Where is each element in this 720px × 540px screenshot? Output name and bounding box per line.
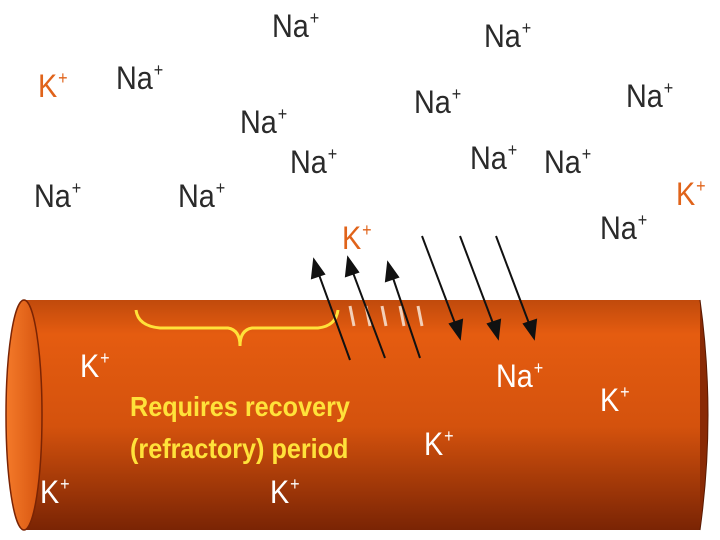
axon-left-cap [5, 299, 43, 531]
na-ion-label: Na+ [272, 7, 320, 44]
k-ion-label: K+ [342, 219, 372, 256]
k-ion-label: K+ [40, 473, 70, 510]
na-ion-label: Na+ [600, 209, 648, 246]
na-ion-label: Na+ [496, 357, 544, 394]
na-ion-label: Na+ [470, 139, 518, 176]
axon-body [22, 300, 700, 530]
axon-right-end [699, 299, 709, 531]
na-ion-label: Na+ [240, 103, 288, 140]
na-ion-label: Na+ [544, 143, 592, 180]
k-ion-label: K+ [676, 175, 706, 212]
na-ion-label: Na+ [626, 77, 674, 114]
k-efflux-arrows [310, 255, 421, 361]
na-influx-arrows [421, 235, 538, 341]
k-ion-label: K+ [424, 425, 454, 462]
na-ion-label: Na+ [34, 177, 82, 214]
na-ion-label: Na+ [290, 143, 338, 180]
na-ion-label: Na+ [178, 177, 226, 214]
na-ion-label: Na+ [116, 59, 164, 96]
k-ion-label: K+ [270, 473, 300, 510]
na-ion-label: Na+ [414, 83, 462, 120]
caption-line-2: (refractory) period [130, 433, 349, 464]
refractory-caption: Requires recovery (refractory) period [130, 386, 350, 470]
k-ion-label: K+ [38, 67, 68, 104]
k-ion-label: K+ [80, 347, 110, 384]
k-ion-label: K+ [600, 381, 630, 418]
refractory-brace [134, 309, 340, 347]
na-ion-label: Na+ [484, 17, 532, 54]
caption-line-1: Requires recovery [130, 391, 350, 422]
